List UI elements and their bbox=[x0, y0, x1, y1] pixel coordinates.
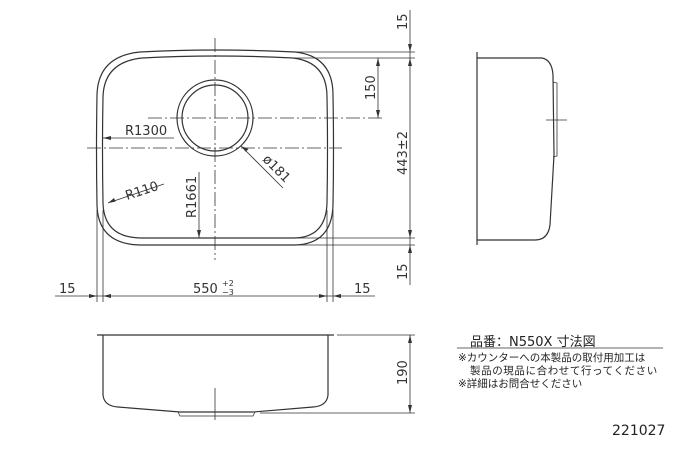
note-line-1: ※カウンターへの本製品の取付用加工は bbox=[458, 352, 646, 364]
width-tolerance-lower: −3 bbox=[222, 288, 234, 297]
title-block-title: 品番：N550X 寸法図 bbox=[470, 335, 596, 350]
arrowhead bbox=[197, 230, 201, 238]
side-view-drain-detail bbox=[552, 81, 558, 158]
arrowheads bbox=[408, 335, 412, 413]
width-tolerance-upper: +2 bbox=[222, 279, 234, 288]
plan-view: R1300 R110 R1661 ø181 150 15 443±2 15 15… bbox=[55, 10, 415, 302]
drawing-number: 221027 bbox=[612, 423, 666, 439]
top-rim-label: 15 bbox=[396, 13, 411, 30]
drain-offset-label: 150 bbox=[364, 75, 379, 100]
depth-length-label: 443±2 bbox=[396, 131, 411, 175]
radius-front-label: R1661 bbox=[185, 176, 200, 218]
drain-diameter-leader bbox=[240, 145, 284, 189]
height-label: 190 bbox=[396, 360, 411, 385]
left-rim-label: 15 bbox=[59, 282, 76, 297]
bottom-rim-label: 15 bbox=[396, 263, 411, 280]
radius-corner-label: R110 bbox=[124, 179, 161, 204]
r110-leader bbox=[107, 183, 165, 204]
note-line-3: ※詳細はお問合せください bbox=[458, 378, 583, 390]
arrowhead bbox=[108, 198, 116, 203]
front-view-profile bbox=[102, 335, 329, 413]
arrowheads bbox=[376, 44, 412, 253]
radius-side-label: R1300 bbox=[125, 124, 167, 139]
arrowhead bbox=[241, 146, 249, 152]
arrowhead bbox=[103, 136, 111, 140]
right-rim-label: 15 bbox=[354, 282, 371, 297]
note-line-2: 製品の現品に合わせて行ってください bbox=[470, 365, 658, 377]
front-view: 190 bbox=[97, 334, 415, 420]
sink-outer-outline bbox=[95, 49, 335, 246]
side-view-profile bbox=[477, 57, 555, 241]
width-label: 550 bbox=[193, 282, 218, 297]
sink-inner-outline bbox=[101, 55, 329, 239]
side-view bbox=[476, 52, 567, 245]
front-view-drain-bump bbox=[177, 411, 256, 417]
